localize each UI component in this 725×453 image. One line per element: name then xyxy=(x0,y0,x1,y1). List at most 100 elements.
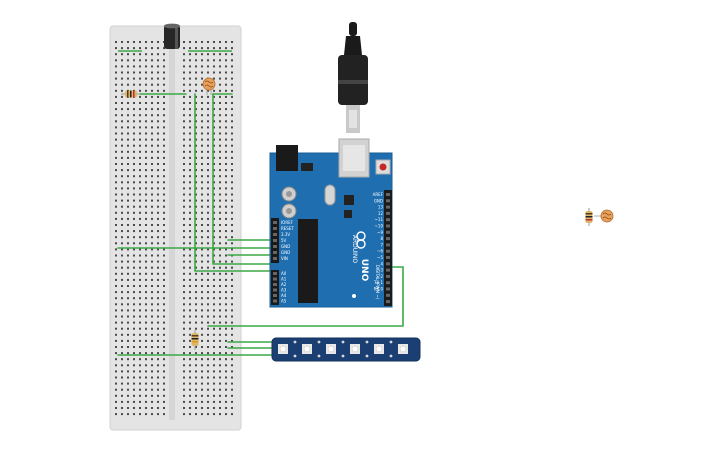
breadboard-hole[interactable] xyxy=(219,144,221,147)
breadboard-hole[interactable] xyxy=(139,156,141,159)
breadboard-hole[interactable] xyxy=(189,254,191,257)
breadboard-hole[interactable] xyxy=(219,120,221,123)
breadboard-hole[interactable] xyxy=(195,53,197,56)
breadboard-hole[interactable] xyxy=(145,169,147,172)
breadboard-hole[interactable] xyxy=(139,65,141,68)
breadboard-hole[interactable] xyxy=(189,211,191,214)
breadboard-hole[interactable] xyxy=(231,285,233,287)
breadboard-hole[interactable] xyxy=(133,303,135,306)
breadboard-hole[interactable] xyxy=(219,47,221,50)
breadboard-hole[interactable] xyxy=(225,242,227,245)
breadboard-hole[interactable] xyxy=(195,95,197,98)
breadboard-hole[interactable] xyxy=(163,199,165,202)
breadboard-hole[interactable] xyxy=(201,376,203,379)
breadboard-hole[interactable] xyxy=(121,41,123,43)
breadboard-hole[interactable] xyxy=(127,71,129,74)
breadboard-hole[interactable] xyxy=(231,248,233,251)
breadboard-hole[interactable] xyxy=(201,297,203,300)
breadboard-hole[interactable] xyxy=(145,382,147,385)
breadboard-hole[interactable] xyxy=(225,95,227,98)
breadboard-hole[interactable] xyxy=(121,187,123,190)
breadboard-hole[interactable] xyxy=(231,169,233,172)
breadboard-hole[interactable] xyxy=(201,211,203,214)
breadboard-hole[interactable] xyxy=(231,413,233,416)
breadboard-hole[interactable] xyxy=(207,53,209,56)
breadboard-hole[interactable] xyxy=(231,89,233,92)
breadboard-hole[interactable] xyxy=(225,144,227,147)
breadboard-hole[interactable] xyxy=(213,41,215,43)
breadboard-hole[interactable] xyxy=(189,266,191,269)
breadboard-hole[interactable] xyxy=(145,254,147,257)
breadboard-hole[interactable] xyxy=(183,144,185,147)
breadboard-hole[interactable] xyxy=(163,108,165,111)
breadboard-hole[interactable] xyxy=(151,47,153,50)
breadboard-hole[interactable] xyxy=(201,364,203,367)
breadboard-hole[interactable] xyxy=(145,132,147,135)
breadboard-hole[interactable] xyxy=(195,260,197,263)
breadboard-hole[interactable] xyxy=(213,291,215,294)
photoresistor-icon[interactable] xyxy=(202,77,216,95)
breadboard-hole[interactable] xyxy=(225,346,227,348)
breadboard-hole[interactable] xyxy=(207,254,209,257)
breadboard-hole[interactable] xyxy=(195,291,197,294)
breadboard-hole[interactable] xyxy=(183,333,185,336)
breadboard-hole[interactable] xyxy=(231,53,233,56)
breadboard-hole[interactable] xyxy=(115,364,117,367)
breadboard-hole[interactable] xyxy=(115,169,117,172)
breadboard-hole[interactable] xyxy=(195,211,197,214)
breadboard-hole[interactable] xyxy=(127,181,129,184)
breadboard-hole[interactable] xyxy=(151,333,153,336)
breadboard-hole[interactable] xyxy=(201,291,203,294)
breadboard-hole[interactable] xyxy=(163,260,165,263)
breadboard-hole[interactable] xyxy=(163,187,165,190)
breadboard-hole[interactable] xyxy=(225,83,227,86)
breadboard-hole[interactable] xyxy=(127,272,129,275)
breadboard-hole[interactable] xyxy=(183,95,185,98)
breadboard-hole[interactable] xyxy=(127,394,129,397)
breadboard-hole[interactable] xyxy=(121,364,123,367)
breadboard-hole[interactable] xyxy=(183,102,185,104)
resistor-icon[interactable] xyxy=(121,90,140,98)
breadboard-hole[interactable] xyxy=(183,175,185,178)
resistor-icon[interactable] xyxy=(191,330,199,350)
breadboard-hole[interactable] xyxy=(151,260,153,263)
breadboard-hole[interactable] xyxy=(183,138,185,141)
breadboard-hole[interactable] xyxy=(115,303,117,306)
breadboard-hole[interactable] xyxy=(115,413,117,416)
breadboard-hole[interactable] xyxy=(127,291,129,294)
breadboard-hole[interactable] xyxy=(219,138,221,141)
breadboard-hole[interactable] xyxy=(189,413,191,416)
breadboard-hole[interactable] xyxy=(157,41,159,43)
breadboard-hole[interactable] xyxy=(213,77,215,80)
breadboard-hole[interactable] xyxy=(163,407,165,409)
breadboard-hole[interactable] xyxy=(115,376,117,379)
breadboard-hole[interactable] xyxy=(183,169,185,172)
breadboard-hole[interactable] xyxy=(231,199,233,202)
breadboard-hole[interactable] xyxy=(133,224,135,226)
breadboard-hole[interactable] xyxy=(195,150,197,153)
pin[interactable] xyxy=(386,218,390,222)
breadboard-hole[interactable] xyxy=(225,376,227,379)
breadboard-hole[interactable] xyxy=(133,254,135,257)
breadboard-hole[interactable] xyxy=(145,217,147,220)
breadboard-hole[interactable] xyxy=(151,382,153,385)
breadboard-hole[interactable] xyxy=(225,126,227,129)
breadboard-hole[interactable] xyxy=(121,102,123,104)
breadboard-hole[interactable] xyxy=(231,71,233,74)
breadboard-hole[interactable] xyxy=(139,346,141,348)
breadboard-hole[interactable] xyxy=(225,291,227,294)
breadboard-hole[interactable] xyxy=(225,132,227,135)
breadboard-hole[interactable] xyxy=(195,272,197,275)
breadboard-hole[interactable] xyxy=(163,59,165,62)
breadboard-hole[interactable] xyxy=(115,59,117,62)
breadboard-hole[interactable] xyxy=(127,358,129,361)
breadboard-hole[interactable] xyxy=(121,248,123,251)
breadboard-hole[interactable] xyxy=(145,413,147,416)
breadboard-hole[interactable] xyxy=(195,114,197,117)
breadboard-hole[interactable] xyxy=(225,303,227,306)
breadboard-hole[interactable] xyxy=(127,144,129,147)
breadboard-hole[interactable] xyxy=(139,272,141,275)
breadboard-hole[interactable] xyxy=(219,346,221,348)
breadboard-hole[interactable] xyxy=(213,156,215,159)
